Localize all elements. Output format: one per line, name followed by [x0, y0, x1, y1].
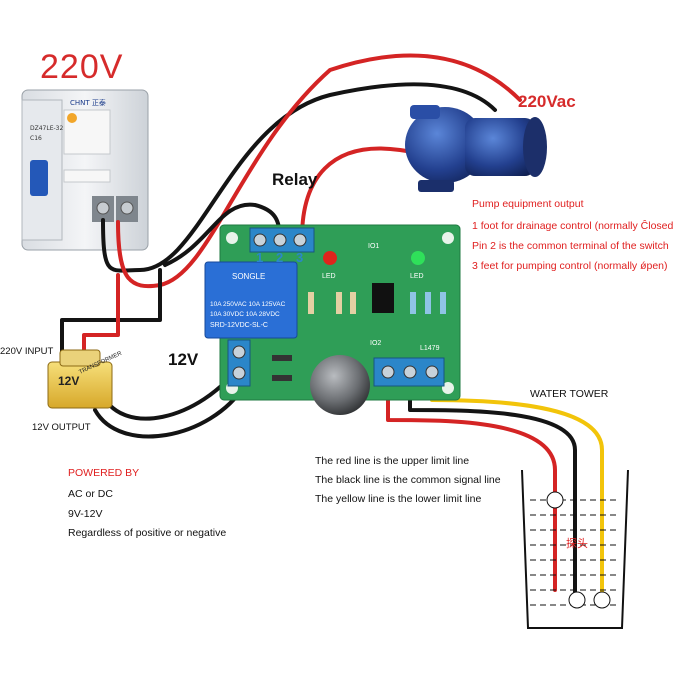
upper-probe [546, 491, 564, 509]
relay-spec-3: SRD-12VDC-SL-C [210, 322, 268, 329]
ic-chip [372, 283, 394, 313]
pump-output-title: Pump equipment output [472, 198, 584, 210]
led-label-2: LED [410, 273, 424, 280]
chip-label: IO1 [368, 243, 379, 250]
transformer-output-label: 12V OUTPUT [32, 422, 91, 433]
probe-note-black: The black line is the common signal line [315, 474, 501, 486]
common-probe [568, 591, 586, 609]
breaker-brand: CHNT 正泰 [70, 98, 106, 107]
water-pump [405, 105, 547, 192]
pump-output-line-1: 1 foot for drainage control (normally Ĉl… [472, 220, 674, 232]
breaker-rating: C16 [30, 135, 42, 142]
red-led [323, 251, 337, 265]
circuit-breaker: CHNT 正泰 DZ47LE-32 C16 [21, 89, 149, 251]
relay-spec-1: 10A 250VAC 10A 125VAC [210, 301, 286, 308]
tank-probe-label: 探头 [566, 537, 588, 550]
water-tank: 探头 [521, 469, 629, 629]
led-label-1: LED [322, 273, 336, 280]
pcb-code: L1479 [420, 345, 440, 352]
breaker-model: DZ47LE-32 [30, 125, 63, 132]
powered-by-title: POWERED BY [68, 467, 140, 479]
relay-spec-2: 10A 30VDC 10A 28VDC [210, 311, 280, 318]
terminal-3: 3 [296, 250, 303, 265]
capacitor [310, 355, 370, 415]
water-tower-label: WATER TOWER [530, 388, 609, 400]
pump-output-line-2: Pin 2 is the common terminal of the swit… [472, 240, 669, 252]
transformer-input-label: 220V INPUT [0, 346, 54, 357]
transformer-voltage: 12V [58, 374, 79, 388]
control-board: SONGLE 10A 250VAC 10A 125VAC 10A 30VDC 1… [204, 224, 461, 415]
supply-12v-label: 12V [168, 350, 199, 369]
power-note-2: 9V-12V [68, 508, 103, 520]
breaker-voltage-label: 220V [40, 48, 124, 86]
power-note-1: AC or DC [68, 488, 113, 500]
green-led [411, 251, 425, 265]
pump-voltage-label: 220Vac [518, 92, 576, 111]
pump-output-line-3: 3 feet for pumping control (normally ǿpe… [472, 260, 668, 272]
power-note-3: Regardless of positive or negative [68, 527, 227, 539]
breaker-toggle[interactable] [30, 160, 48, 196]
relay-module [204, 261, 298, 339]
terminal-2: 2 [276, 250, 283, 265]
relay-label: Relay [272, 170, 318, 189]
terminal-1: 1 [256, 250, 263, 265]
transformer: 12V TRANSFORMER [47, 349, 123, 409]
relay-brand: SONGLE [232, 272, 265, 281]
probe-note-yellow: The yellow line is the lower limit line [315, 493, 482, 505]
chip2-label: IO2 [370, 340, 381, 347]
lower-probe [593, 591, 611, 609]
probe-note-red: The red line is the upper limit line [315, 455, 470, 467]
